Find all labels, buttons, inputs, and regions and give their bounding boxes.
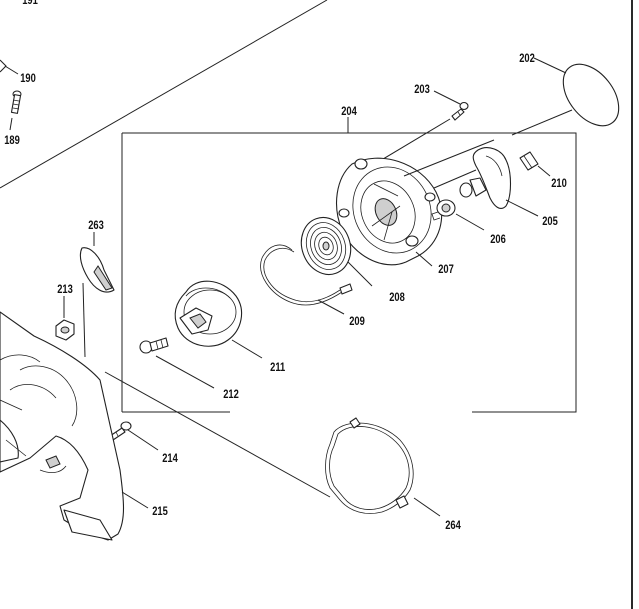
- screw-203: [367, 90, 469, 169]
- label-209: 209: [349, 315, 365, 328]
- bushing-206: [431, 199, 485, 231]
- screw-189: [9, 90, 22, 131]
- label-191: 191: [22, 0, 38, 7]
- part-190: [0, 59, 19, 75]
- label-264: 264: [445, 519, 461, 532]
- starter-case-207: [336, 157, 443, 267]
- cover-disc-202: [533, 57, 620, 127]
- label-205: 205: [542, 215, 558, 228]
- label-203: 203: [414, 83, 430, 96]
- label-263: 263: [88, 219, 104, 232]
- label-211: 211: [270, 361, 285, 374]
- part-number-labels: 191 190 189 202 203 204 205 206 207 208 …: [4, 0, 567, 532]
- label-212: 212: [223, 388, 239, 401]
- label-206: 206: [490, 233, 506, 246]
- decal-263: [79, 232, 115, 293]
- label-215: 215: [152, 505, 168, 518]
- guide-line: [403, 139, 495, 177]
- sleeve-210: [519, 151, 551, 177]
- label-204: 204: [341, 105, 357, 118]
- label-210: 210: [551, 177, 567, 190]
- recoil-spring-208: [300, 216, 373, 287]
- label-189: 189: [4, 134, 20, 147]
- label-208: 208: [389, 291, 405, 304]
- guide-line-2: [433, 169, 477, 189]
- screw-214: [109, 421, 159, 451]
- fan-housing-215: [0, 311, 149, 541]
- guide-line-3: [511, 109, 573, 136]
- starter-handle-205: [459, 147, 539, 217]
- label-190: 190: [20, 72, 36, 85]
- pulley-211: [174, 280, 263, 359]
- label-213: 213: [57, 283, 73, 296]
- label-202: 202: [519, 52, 535, 65]
- starter-rope-209: [260, 244, 353, 315]
- nut-213: [55, 296, 75, 341]
- screw-212: [139, 337, 215, 389]
- label-214: 214: [162, 452, 178, 465]
- gasket-264: [325, 417, 441, 517]
- label-207: 207: [438, 263, 454, 276]
- assembly-outline: [0, 0, 577, 498]
